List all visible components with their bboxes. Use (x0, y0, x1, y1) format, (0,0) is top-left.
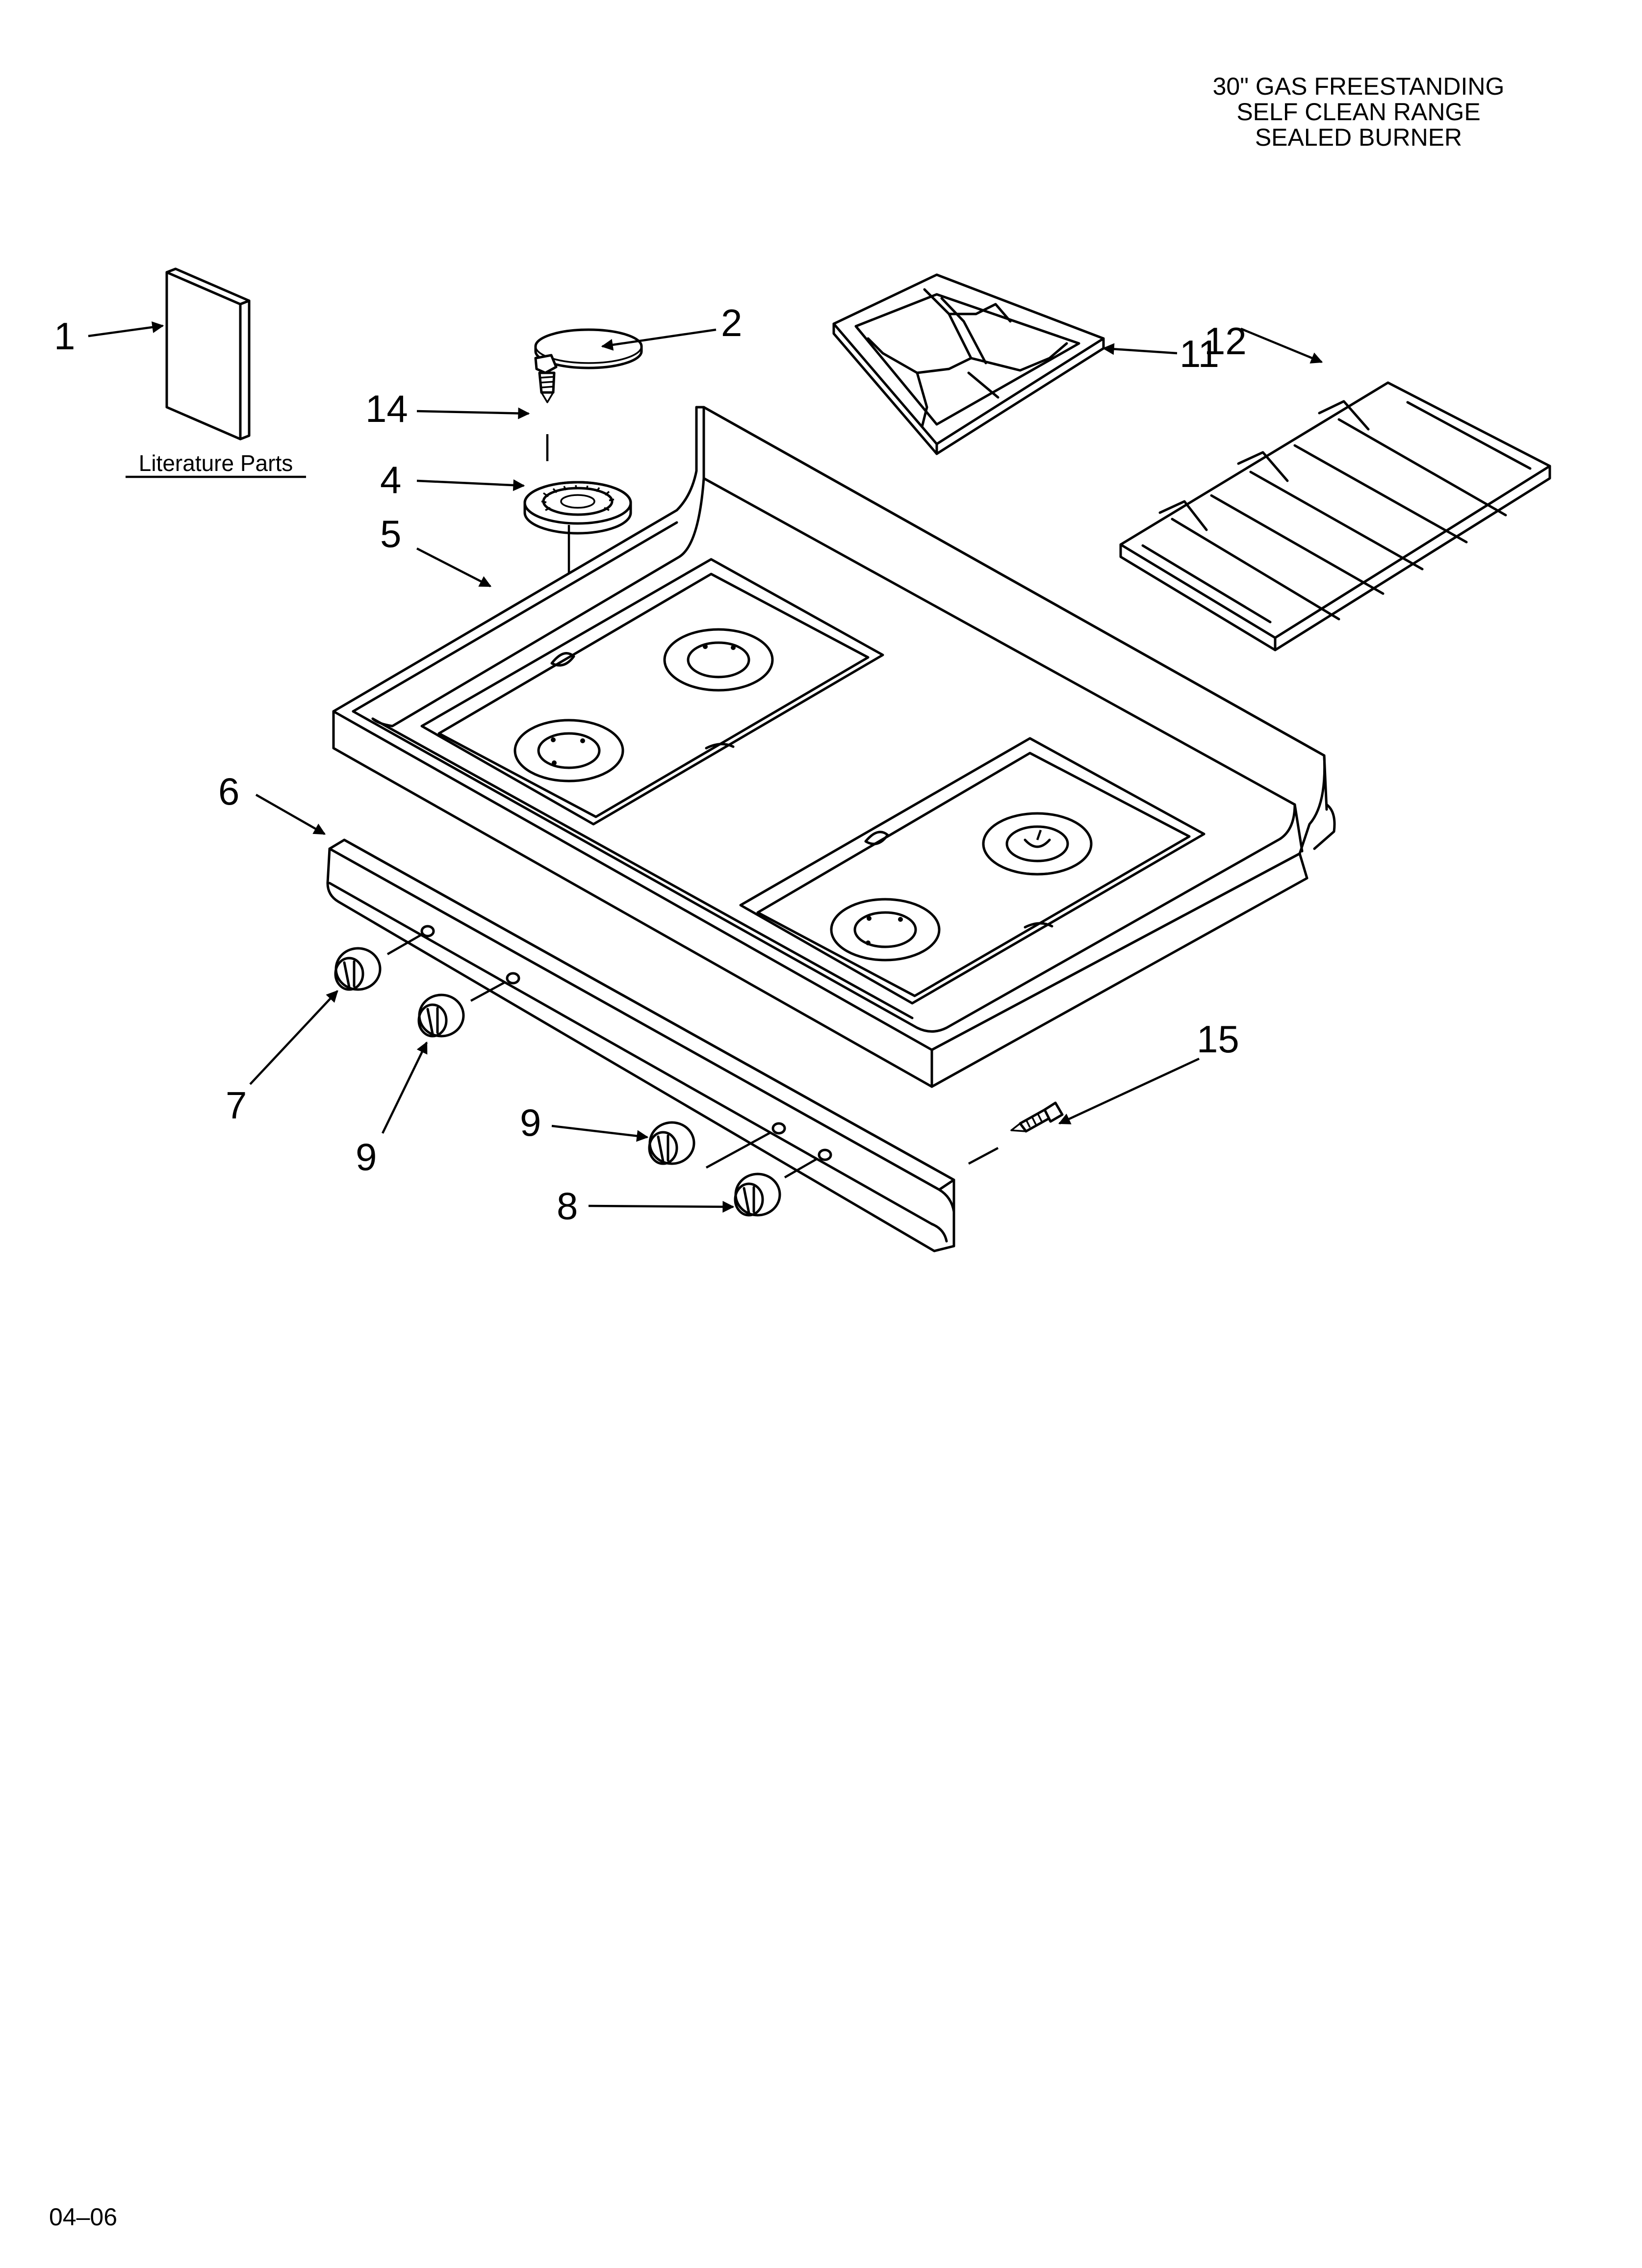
callout-8: 8 (557, 1184, 578, 1227)
knob-9-lower (648, 1121, 695, 1165)
title-line-3: SEALED BURNER (1255, 124, 1462, 151)
burner-ring-right-front (830, 898, 941, 962)
callout-2: 2 (721, 301, 742, 344)
leader-15 (1058, 1057, 1200, 1125)
literature-parts (165, 267, 251, 441)
knob-8 (734, 1173, 781, 1217)
callout-14: 14 (365, 387, 408, 430)
control-panel-6 (326, 838, 955, 1252)
burner-base (523, 481, 632, 535)
burner-cap (534, 328, 643, 369)
leader-11 (1102, 343, 1178, 355)
callout-15: 15 (1197, 1017, 1239, 1061)
leader-6 (255, 794, 326, 835)
title-line-1: 30" GAS FREESTANDING (1212, 73, 1505, 100)
leader-2 (601, 328, 717, 351)
knob-7 (334, 947, 382, 991)
leader-9-lower (551, 1124, 649, 1142)
callout-7: 7 (226, 1084, 247, 1127)
grate-11 (832, 273, 1105, 455)
callout-9-upper: 9 (356, 1135, 377, 1178)
title-line-2: SELF CLEAN RANGE (1236, 98, 1481, 126)
leader-14 (416, 407, 530, 419)
callout-9-lower: 9 (520, 1101, 541, 1144)
diagram-title: 30" GAS FREESTANDING SELF CLEAN RANGE SE… (1138, 74, 1579, 150)
leader-7 (249, 990, 338, 1085)
leader-1 (88, 321, 164, 338)
leader-9-upper (381, 1041, 428, 1134)
leader-8 (588, 1200, 735, 1213)
screw-14 (534, 354, 558, 403)
burner-ring-left-rear (663, 628, 774, 692)
burner-ring-right-rear (982, 812, 1093, 876)
knob-9-upper (417, 993, 465, 1038)
callout-12: 12 (1204, 319, 1247, 363)
burner-ring-left-front (513, 719, 624, 782)
cooktop-5 (332, 406, 1336, 1088)
screw-15 (1010, 1101, 1064, 1133)
grate-12 (1119, 381, 1551, 652)
callout-5: 5 (380, 512, 401, 555)
leader-5 (416, 547, 492, 588)
assembly-line-15 (968, 1147, 999, 1165)
callout-4: 4 (380, 458, 401, 501)
callout-11: 11 (1180, 332, 1219, 375)
date-code: 04–06 (49, 2203, 118, 2231)
leader-4 (416, 479, 525, 491)
literature-parts-label: Literature Parts (139, 450, 293, 476)
callout-6: 6 (218, 770, 239, 813)
callout-1: 1 (54, 314, 75, 358)
leader-12 (1240, 327, 1323, 364)
